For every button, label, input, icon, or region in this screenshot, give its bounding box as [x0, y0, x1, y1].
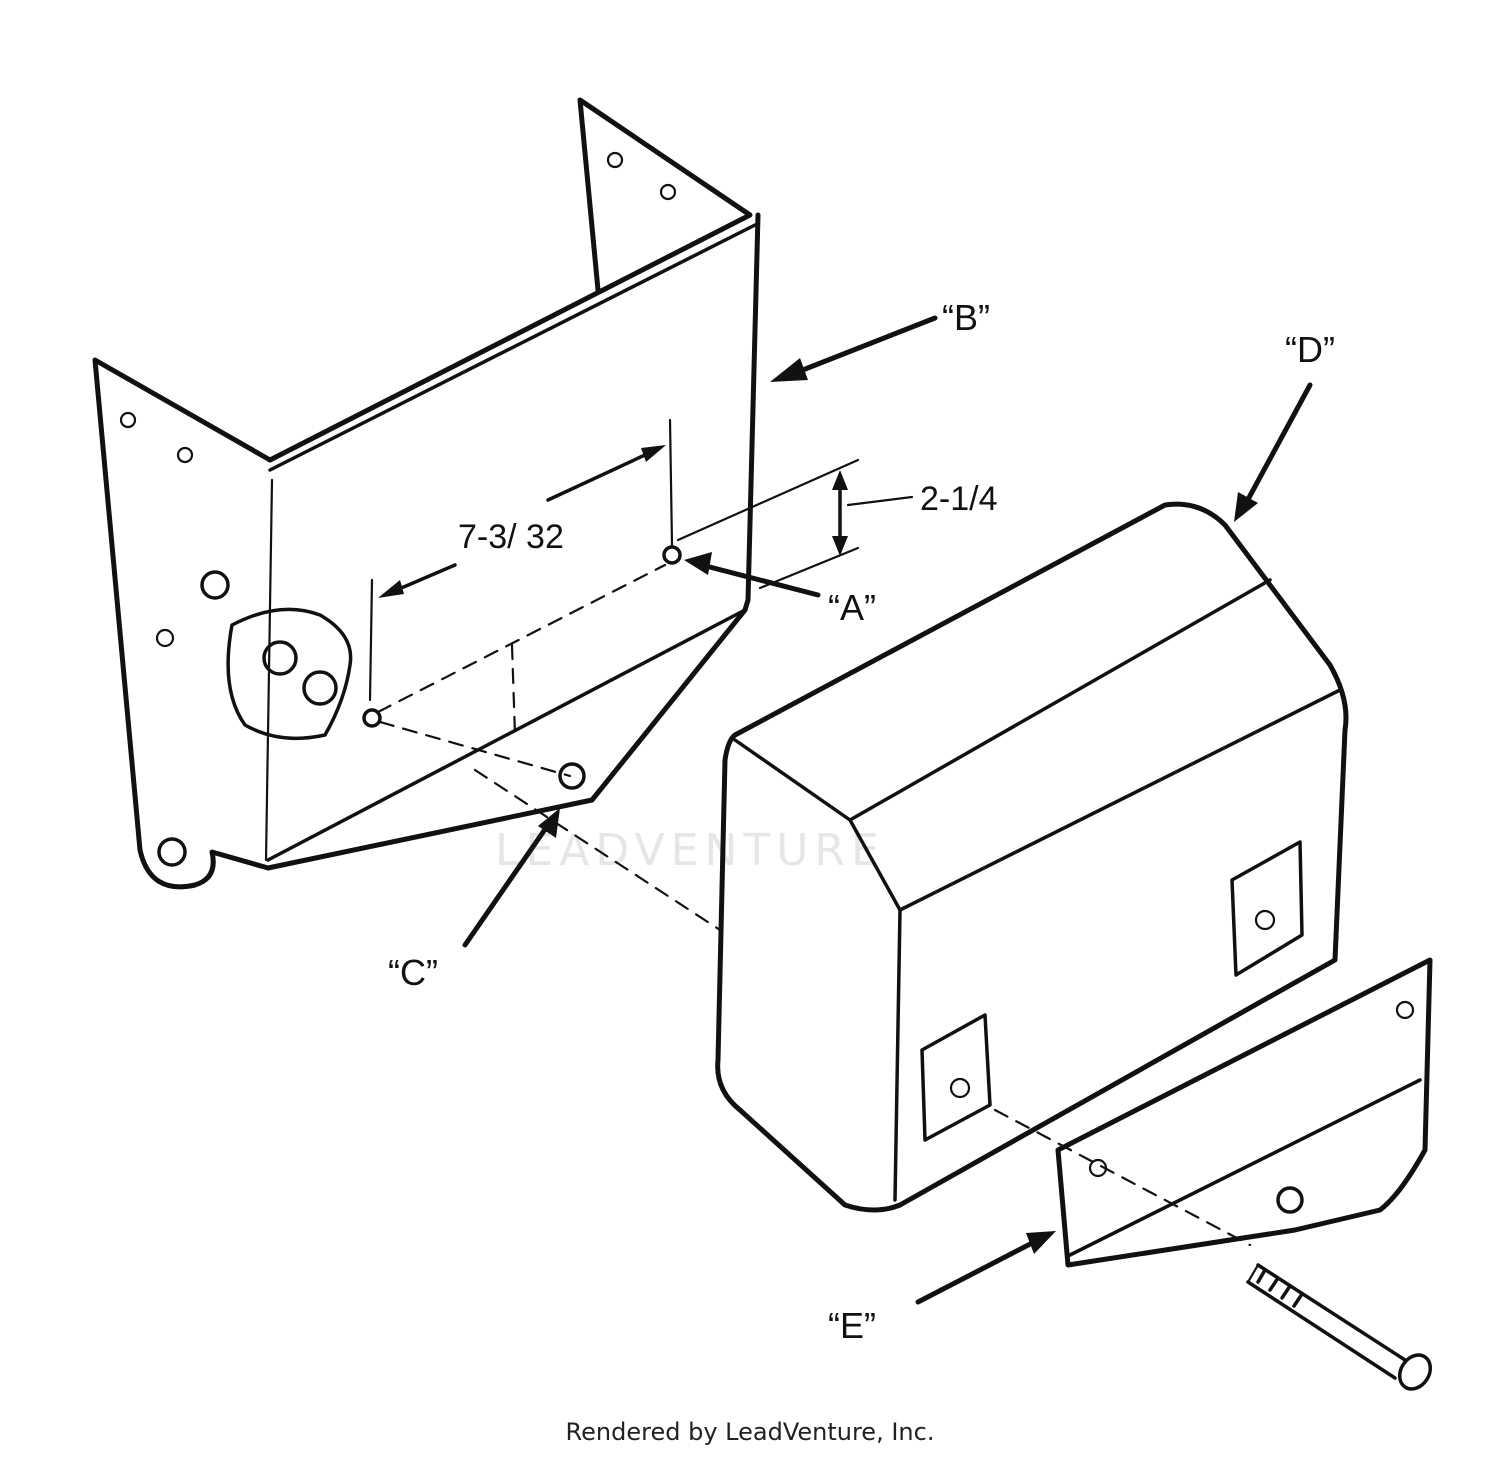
dimension-width-text: 7-3/ 32	[458, 518, 564, 556]
watermark-text: LEADVENTURE	[495, 825, 885, 876]
dimension-height-text: 2-1/4	[920, 480, 998, 518]
leader-arrows	[462, 315, 1313, 1305]
dimension-width: 7-3/ 32	[368, 418, 674, 702]
bracket-b	[92, 97, 761, 932]
plate-e	[993, 957, 1433, 1268]
label-e: “E”	[828, 1305, 876, 1346]
cover-d	[715, 501, 1349, 1213]
footer-credit: Rendered by LeadVenture, Inc.	[565, 1418, 935, 1446]
label-b: “B”	[942, 297, 990, 338]
bolt	[1246, 1263, 1433, 1391]
dimension-height: 2-1/4	[676, 458, 998, 590]
label-d: “D”	[1285, 329, 1335, 370]
label-c: “C”	[388, 952, 438, 993]
label-a: “A”	[828, 587, 876, 628]
